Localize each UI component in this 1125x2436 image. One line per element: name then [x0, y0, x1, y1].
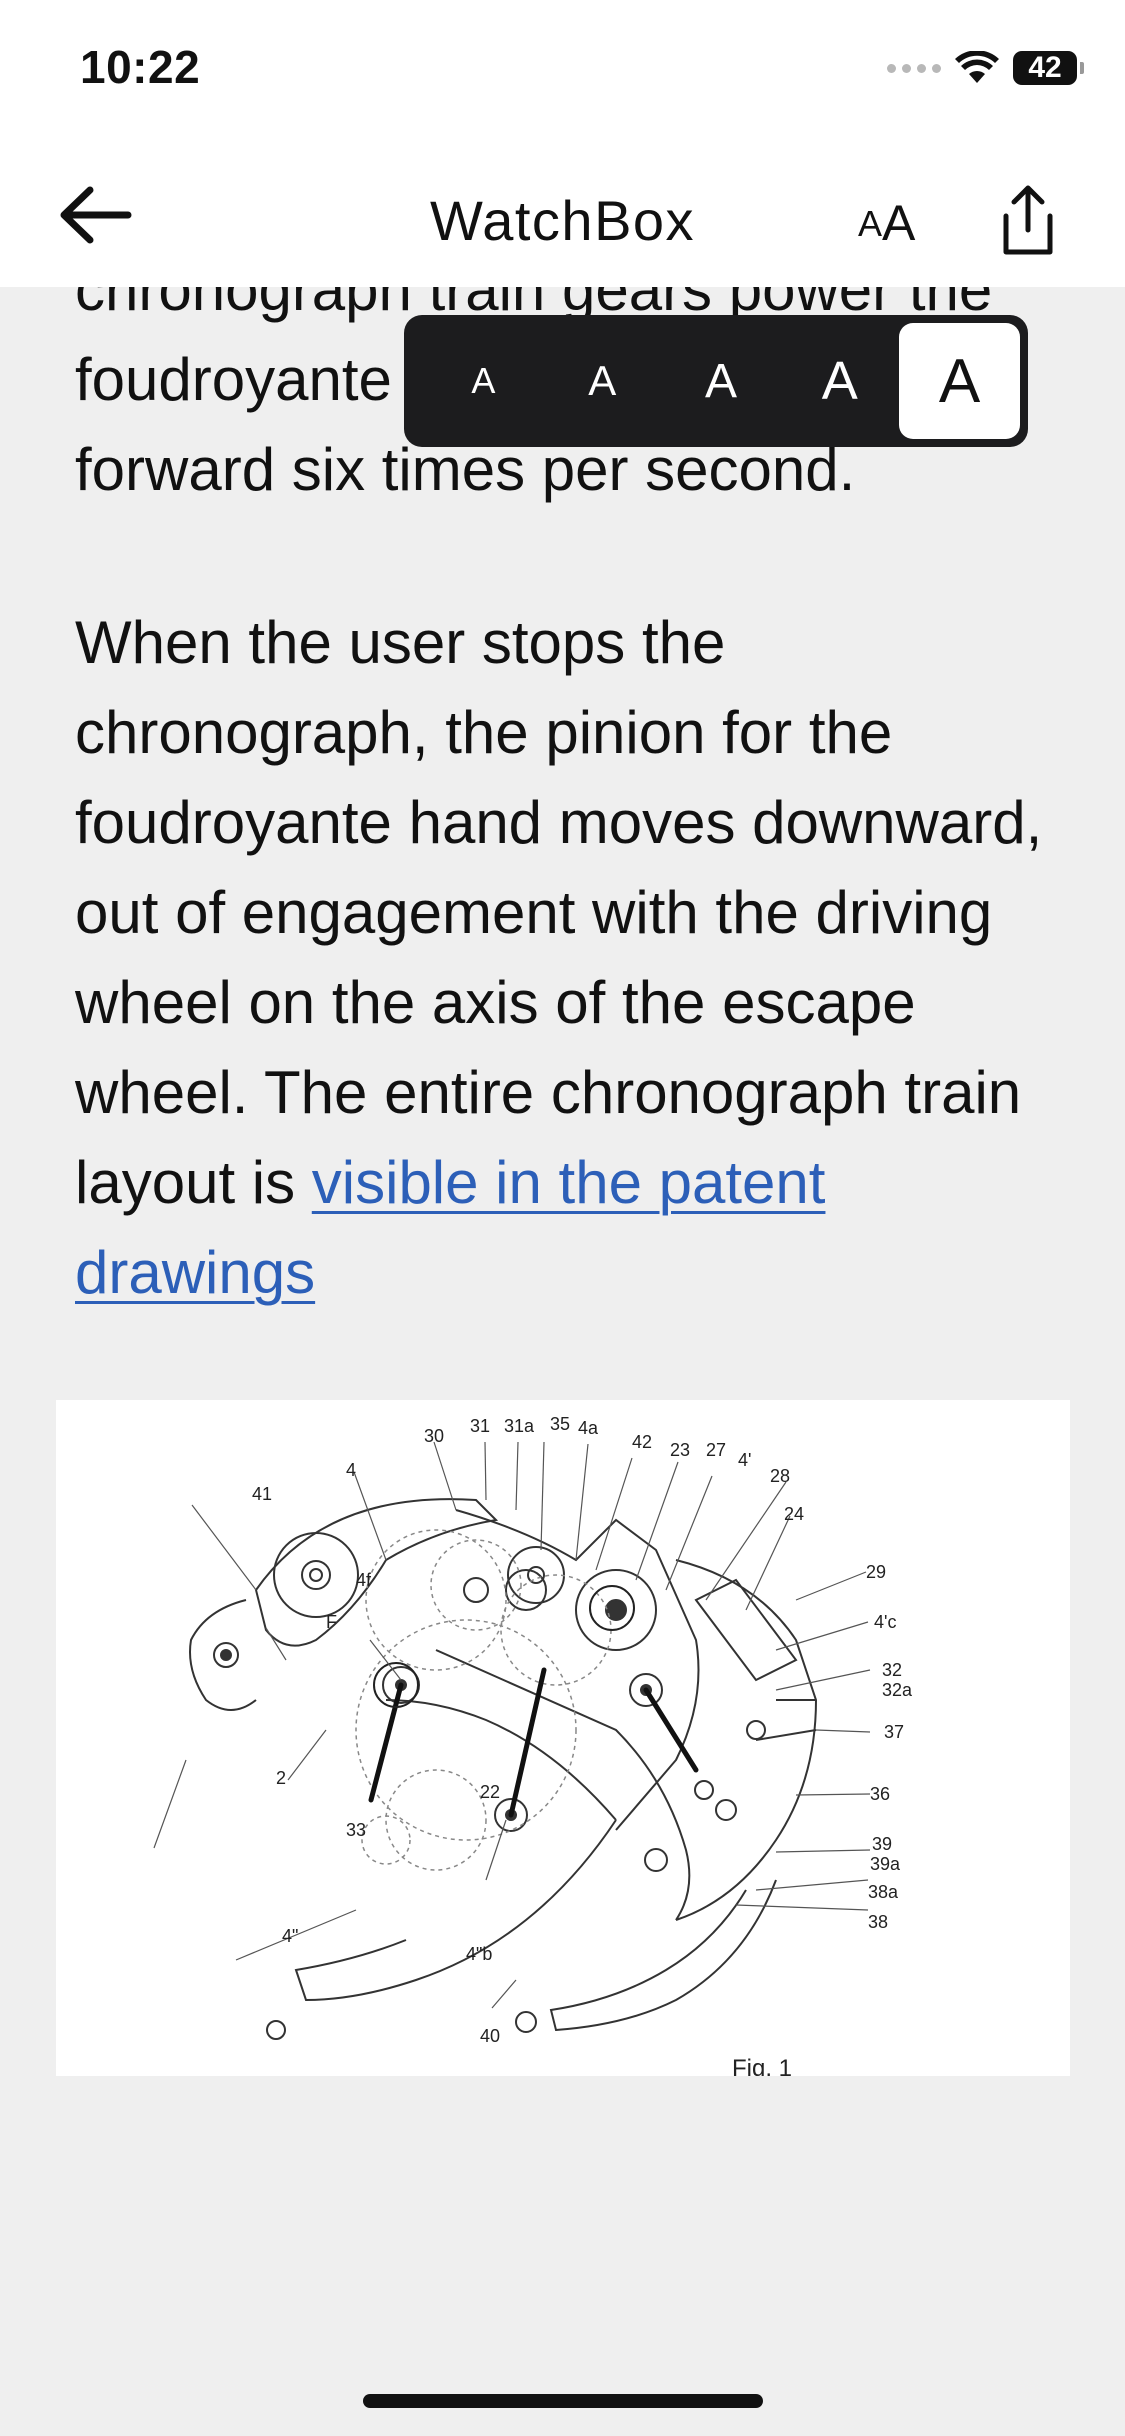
text-line: out of engagement with the driving	[75, 879, 993, 946]
figure-label: 31a	[504, 1416, 535, 1436]
text-line: foudroyante	[75, 346, 392, 413]
status-time: 10:22	[80, 41, 201, 93]
wifi-icon	[955, 51, 999, 83]
text-size-small-a: A	[858, 203, 883, 244]
figure-caption: Fig. 1	[732, 2055, 792, 2076]
figure-label: 39a	[870, 1854, 901, 1874]
figure-label: 27	[706, 1440, 726, 1460]
figure-label: 41	[252, 1484, 272, 1504]
figure-labels: 30 31 31a 35 4a 42 23 27 4' 28 24 4 41 4…	[252, 1414, 913, 2082]
text-line: chronograph, the pinion for the	[75, 699, 893, 766]
text-line: drawings	[75, 1228, 1055, 1318]
font-size-option-4[interactable]: A	[821, 351, 858, 411]
figure-label: 4'	[738, 1450, 751, 1470]
home-indicator[interactable]	[363, 2394, 763, 2408]
text-size-large-a: A	[882, 195, 916, 251]
article-paragraph: When the user stops the chronograph, the…	[75, 598, 1055, 1318]
figure-label: 38a	[868, 1882, 899, 1902]
figure-label: 4'c	[874, 1612, 896, 1632]
figure-label: 32	[882, 1660, 902, 1680]
figure-label: 2	[276, 1768, 286, 1788]
figure-label: 4a	[578, 1418, 599, 1438]
chronograph-mechanism-drawing: 30 31 31a 35 4a 42 23 27 4' 28 24 4 41 4…	[153, 1414, 913, 2082]
patent-drawings-link-continued[interactable]: drawings	[75, 1239, 316, 1306]
figure-label: 42	[632, 1432, 652, 1452]
font-size-option-3[interactable]: A	[704, 354, 737, 408]
navigation-bar: WatchBox A A	[0, 160, 1125, 270]
figure-label: 29	[866, 1562, 886, 1582]
figure-label: 31	[470, 1416, 490, 1436]
figure-label: 30	[424, 1426, 444, 1446]
figure-label: 35	[550, 1414, 570, 1434]
figure-label: 4	[346, 1460, 356, 1480]
figure-label: 40	[480, 2026, 500, 2046]
app-title: WatchBox	[429, 189, 696, 252]
patent-drawing-figure: 30 31 31a 35 4a 42 23 27 4' 28 24 4 41 4…	[56, 1400, 1070, 2082]
patent-drawings-link[interactable]: visible in the patent	[311, 1149, 826, 1216]
battery-icon: 42	[1013, 51, 1084, 85]
text-line: wheel on the axis of the escape	[75, 969, 916, 1036]
figure-label: 36	[870, 1784, 890, 1804]
figure-label: 22	[480, 1782, 500, 1802]
text-line: wheel. The entire chronograph train	[75, 1059, 1022, 1126]
font-size-picker: A A A A A	[404, 315, 1028, 447]
font-size-option-5-selected[interactable]: A	[899, 323, 1020, 439]
text-line: forward six times per second.	[75, 436, 856, 503]
figure-label: 39	[872, 1834, 892, 1854]
figure-label: 23	[670, 1440, 690, 1460]
figure-label: 38	[868, 1912, 888, 1932]
share-icon[interactable]	[996, 180, 1060, 260]
text-line: foudroyante hand moves downward,	[75, 789, 1043, 856]
figure-label: 28	[770, 1466, 790, 1486]
figure-label: 4"	[282, 1926, 298, 1946]
battery-level: 42	[1028, 51, 1062, 84]
font-size-option-1[interactable]: A	[471, 360, 496, 401]
top-bar: 10:22 42 WatchBox A A	[0, 0, 1125, 287]
figure-label: 4"b	[466, 1944, 492, 1964]
font-size-option-2[interactable]: A	[588, 357, 617, 404]
figure-label: F	[326, 1612, 337, 1632]
status-icons: 42	[887, 48, 1084, 88]
figure-label: 33	[346, 1820, 366, 1840]
text-prefix: layout is	[75, 1149, 312, 1216]
text-line: When the user stops the	[75, 609, 726, 676]
figure-label: 37	[884, 1722, 904, 1742]
figure-label: 4f	[356, 1570, 372, 1590]
back-arrow-icon[interactable]	[56, 180, 136, 250]
figure-label: 32a	[882, 1680, 913, 1700]
figure-label: 24	[784, 1504, 804, 1524]
cellular-signal-icon	[887, 63, 941, 73]
text-line: layout is visible in the patent	[75, 1138, 1055, 1228]
text-size-button[interactable]: A A	[858, 188, 978, 248]
